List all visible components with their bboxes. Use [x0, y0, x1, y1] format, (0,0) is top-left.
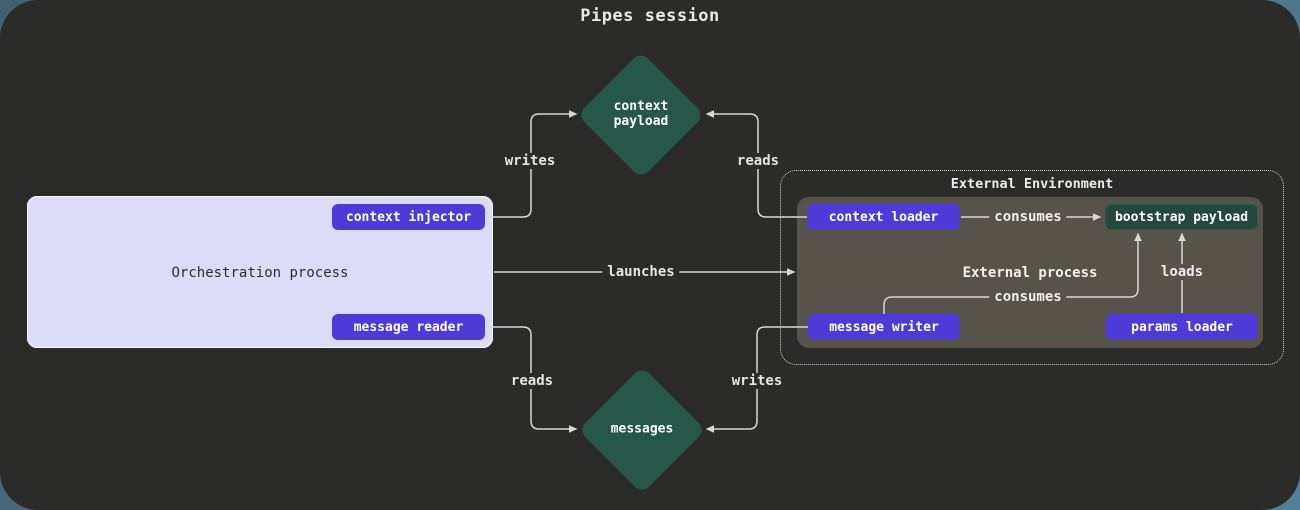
node-message-writer: message writer [808, 314, 960, 340]
edge-label-consumes-bottom: consumes [989, 289, 1067, 305]
node-context-injector: context injector [332, 204, 485, 230]
external-environment-box [780, 170, 1284, 365]
diamond-context-payload-label: context payload [613, 99, 669, 129]
edge-label-reads-bottom: reads [505, 373, 559, 389]
edge-label-launches: launches [602, 264, 680, 280]
edge-label-writes-bottom: writes [726, 373, 788, 389]
node-bootstrap-payload: bootstrap payload [1105, 204, 1258, 230]
node-context-loader: context loader [807, 204, 960, 230]
edge-label-consumes-top: consumes [989, 209, 1067, 225]
external-environment-label: External Environment [950, 176, 1114, 192]
edge-label-reads-top: reads [731, 153, 785, 169]
node-message-reader: message reader [332, 314, 485, 340]
edge-label-loads: loads [1155, 264, 1209, 280]
diagram-title: Pipes session [580, 6, 720, 26]
edge-label-writes-top: writes [499, 153, 561, 169]
diamond-messages-label: messages [610, 421, 674, 437]
orchestration-process-label: Orchestration process [171, 265, 349, 281]
node-params-loader: params loader [1106, 314, 1258, 340]
